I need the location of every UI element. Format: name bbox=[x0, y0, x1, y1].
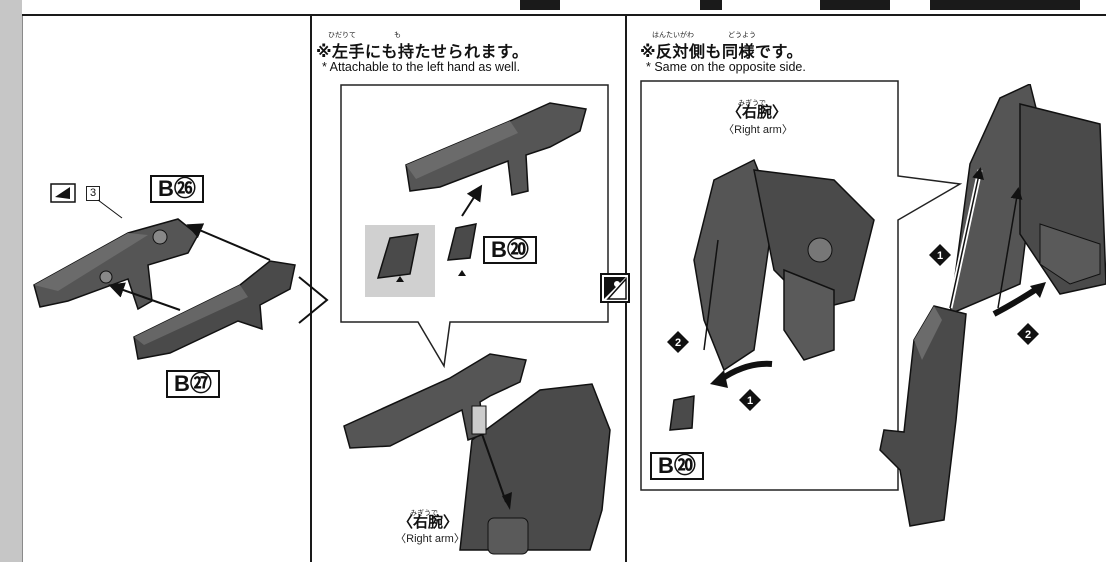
note-english: * Attachable to the left hand as well. bbox=[322, 60, 521, 74]
flow-chevron-icon bbox=[298, 276, 329, 324]
step-badge-number: 1 bbox=[937, 250, 943, 262]
step-badge-1: 1 bbox=[739, 389, 761, 411]
flip-opposite-side-icon bbox=[600, 273, 630, 303]
rifle-half-b26-illustration bbox=[33, 218, 199, 311]
top-fragment bbox=[820, 0, 890, 10]
arm-illustration bbox=[693, 158, 875, 372]
arm-label-japanese: 〈右腕〉 bbox=[727, 104, 788, 121]
grip-part-illustration bbox=[376, 233, 419, 282]
assembly-arrows bbox=[108, 223, 271, 311]
note-english: * Same on the opposite side. bbox=[646, 60, 806, 74]
rifle-illustration bbox=[879, 305, 967, 527]
parts-runner-letter: B bbox=[158, 176, 174, 201]
step-badge-2: 2 bbox=[1017, 323, 1039, 345]
parts-number: ⑳ bbox=[506, 237, 529, 262]
grip-part-illustration bbox=[447, 223, 477, 276]
decal-number: 3 bbox=[86, 186, 100, 201]
ruby-text: みぎうで bbox=[410, 509, 438, 517]
arm-label-japanese: 〈右腕〉 bbox=[398, 514, 459, 531]
parts-label-b20: B⑳ bbox=[650, 452, 704, 480]
parts-number: ㉗ bbox=[189, 371, 212, 396]
insert-arrow bbox=[461, 184, 483, 217]
parts-runner-letter: B bbox=[174, 371, 190, 396]
parts-label-b27: B㉗ bbox=[166, 370, 220, 398]
hand-with-rifle-illustration bbox=[343, 353, 611, 555]
note-japanese: ※左手にも持たせられます。 bbox=[316, 42, 529, 61]
ruby-text: どうよう bbox=[728, 31, 756, 39]
decal-seal-icon bbox=[50, 183, 76, 203]
page-margin-strip bbox=[0, 0, 23, 562]
parts-label-b20: B⑳ bbox=[483, 236, 537, 264]
arm-label-english: 〈Right arm〉 bbox=[395, 533, 465, 545]
rifle-illustration bbox=[405, 102, 587, 196]
parts-runner-letter: B bbox=[658, 453, 674, 478]
step-badge-number: 2 bbox=[1025, 329, 1031, 341]
arm-label-english: 〈Right arm〉 bbox=[723, 124, 793, 136]
ruby-text: みぎうで bbox=[738, 99, 766, 107]
note-japanese: ※反対側も同様です。 bbox=[640, 42, 803, 61]
rotate-arrow bbox=[992, 282, 1046, 317]
step-badge-number: 2 bbox=[675, 337, 681, 349]
step-badge-1: 1 bbox=[929, 244, 951, 266]
parts-number: ⑳ bbox=[673, 453, 696, 478]
ruby-text: ひだりて bbox=[328, 31, 356, 39]
ruby-text: も bbox=[394, 31, 401, 39]
parts-label-b26: B㉖ bbox=[150, 175, 204, 203]
top-fragment bbox=[700, 0, 722, 10]
step-badge-number: 1 bbox=[747, 395, 753, 407]
grip-part-illustration bbox=[669, 395, 695, 431]
leader-line bbox=[97, 199, 123, 219]
arm-illustration-large bbox=[949, 84, 1106, 314]
rifle-half-b27-illustration bbox=[133, 260, 296, 360]
parts-runner-letter: B bbox=[491, 237, 507, 262]
parts-number: ㉖ bbox=[173, 176, 196, 201]
rotate-arrow bbox=[710, 360, 773, 388]
top-fragment bbox=[520, 0, 560, 10]
top-fragment bbox=[930, 0, 1080, 10]
ruby-text: はんたいがわ bbox=[652, 31, 694, 39]
insert-arrows bbox=[947, 167, 1023, 309]
step-badge-2: 2 bbox=[667, 331, 689, 353]
